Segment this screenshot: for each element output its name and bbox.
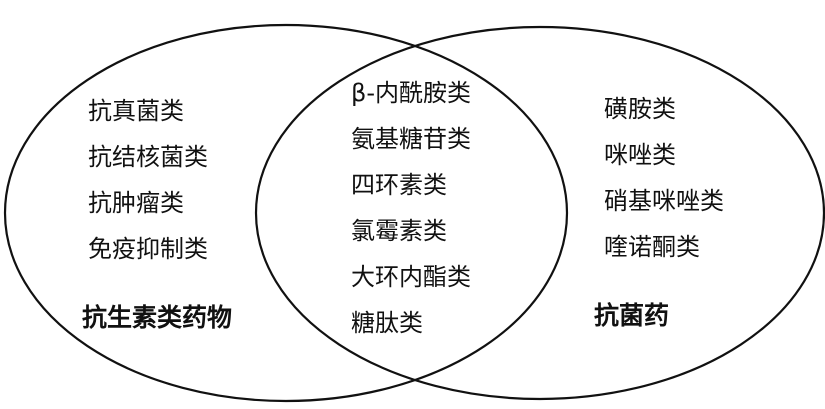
right-set-item: 硝基咪唑类: [604, 187, 724, 215]
intersection-item: 氯霉素类: [351, 217, 447, 245]
intersection-item: 四环素类: [351, 171, 447, 199]
intersection-list: β-内酰胺类 氨基糖苷类 四环素类 氯霉素类 大环内酯类 糖肽类: [351, 70, 471, 346]
intersection-item: 糖肽类: [351, 309, 423, 337]
right-set-list: 磺胺类 咪唑类 硝基咪唑类 喹诺酮类: [604, 86, 724, 270]
left-set-item: 免疫抑制类: [88, 235, 208, 263]
left-set-item: 抗肿瘤类: [88, 189, 184, 217]
right-set-item: 喹诺酮类: [604, 233, 700, 261]
intersection-item: 氨基糖苷类: [351, 125, 471, 153]
left-set-item: 抗真菌类: [88, 97, 184, 125]
intersection-item: 大环内酯类: [351, 263, 471, 291]
intersection-item: β-内酰胺类: [351, 79, 471, 107]
left-set-title: 抗生素类药物: [82, 303, 233, 332]
right-set-ellipse: [254, 25, 825, 401]
left-set-item: 抗结核菌类: [88, 143, 208, 171]
left-set-ellipse: [3, 23, 569, 403]
right-set-item: 咪唑类: [604, 141, 676, 169]
right-set-title: 抗菌药: [594, 301, 670, 330]
right-set-item: 磺胺类: [604, 95, 676, 123]
left-set-list: 抗真菌类 抗结核菌类 抗肿瘤类 免疫抑制类: [88, 88, 208, 272]
